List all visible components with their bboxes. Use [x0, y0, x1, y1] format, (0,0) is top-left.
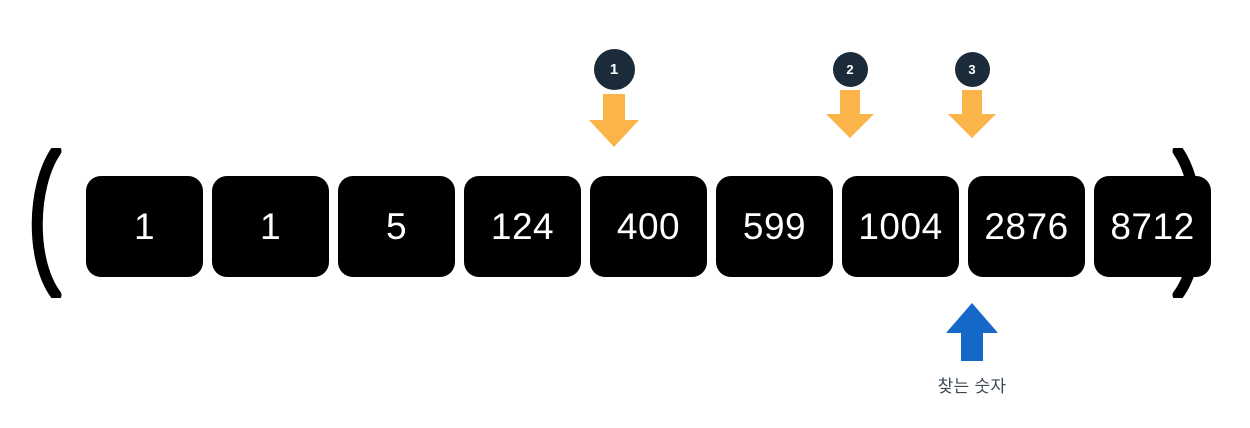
- open-paren: [22, 148, 68, 298]
- array-cell-3[interactable]: 124: [464, 176, 581, 277]
- step-marker-2: 2: [797, 52, 903, 141]
- array-row: 1 1 5 124 400 599 1004 2876 8712: [86, 176, 1211, 277]
- step-arrow-down-1-icon: [589, 94, 639, 147]
- step-badge-1: 1: [593, 49, 635, 90]
- array-cell-8[interactable]: 8712: [1094, 176, 1211, 277]
- array-cell-0[interactable]: 1: [86, 176, 203, 277]
- target-marker: 찾는 숫자: [889, 301, 1055, 397]
- array-cell-2[interactable]: 5: [338, 176, 455, 277]
- step-arrow-down-3-icon: [948, 90, 996, 138]
- target-arrow-up-icon: [946, 303, 998, 361]
- step-badge-3: 3: [954, 52, 990, 87]
- array-cell-6[interactable]: 1004: [842, 176, 959, 277]
- array-cell-7[interactable]: 2876: [968, 176, 1085, 277]
- array-cell-5[interactable]: 599: [716, 176, 833, 277]
- array-cell-1[interactable]: 1: [212, 176, 329, 277]
- step-marker-1: 1: [561, 49, 667, 150]
- array-cell-4[interactable]: 400: [590, 176, 707, 277]
- step-badge-2: 2: [832, 52, 868, 87]
- target-caption: 찾는 숫자: [937, 377, 1007, 396]
- step-arrow-down-2-icon: [826, 90, 874, 138]
- step-marker-3: 3: [919, 52, 1025, 141]
